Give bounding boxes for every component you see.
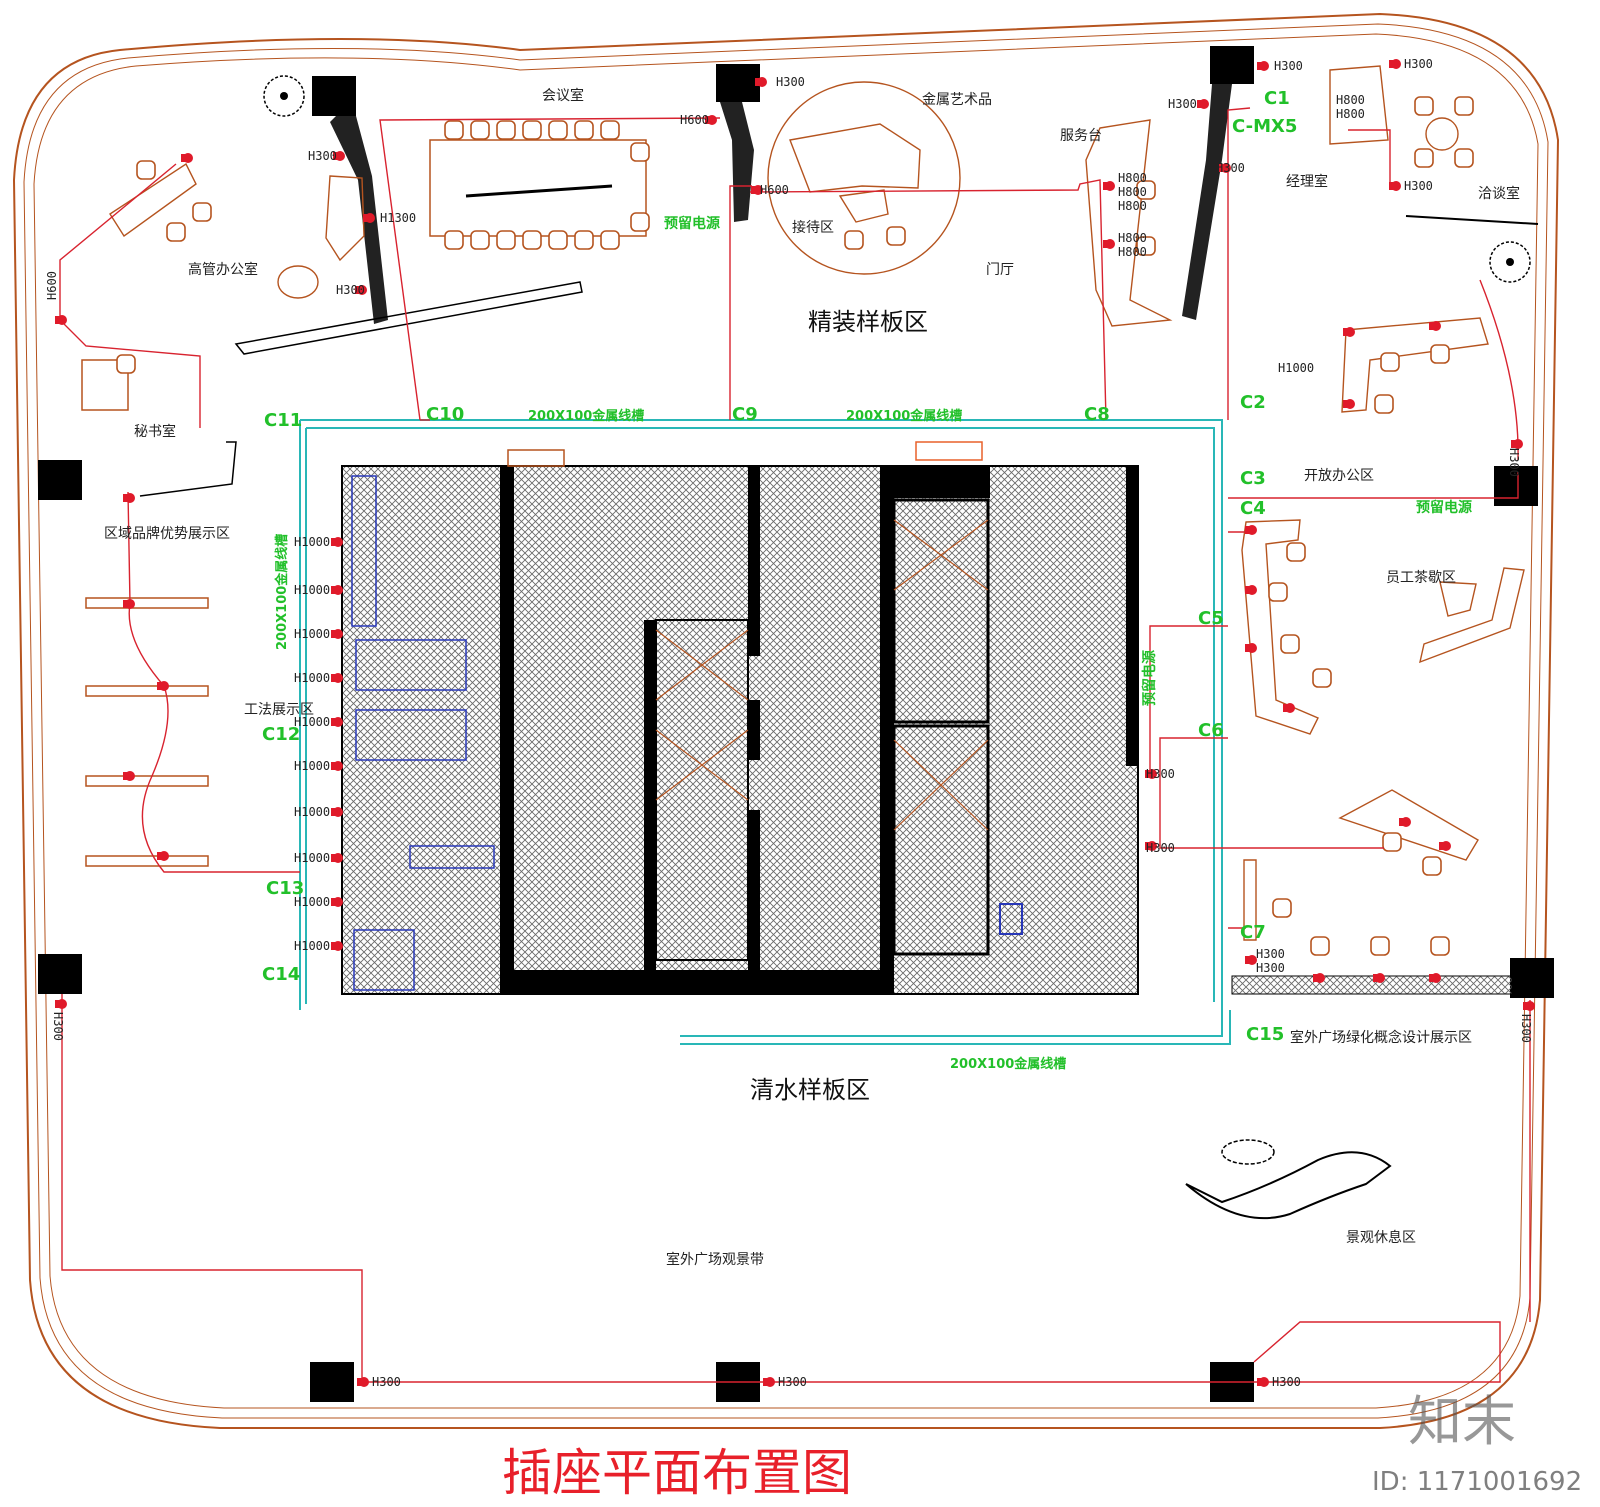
- circuit-c4: C4: [1240, 498, 1266, 519]
- watermark-brand: 知末: [1408, 1390, 1516, 1453]
- plant-icon: [263, 75, 1531, 283]
- circuit-c6: C6: [1198, 720, 1224, 741]
- circuit-c13: C13: [266, 878, 304, 899]
- height-label: H300: [1216, 161, 1245, 175]
- tray-label-left: 200X100金属线槽: [274, 534, 290, 650]
- height-label: H1300: [380, 211, 416, 225]
- room-brand-label: 区域品牌优势展示区: [104, 525, 230, 542]
- height-label: H300: [51, 1012, 65, 1041]
- drawing-title: 插座平面布置图: [502, 1444, 852, 1502]
- height-label: H300: [336, 283, 365, 297]
- height-label: H300: [1256, 961, 1285, 975]
- circuit-panel: C-MX5: [1232, 116, 1297, 137]
- height-label: H1000: [294, 895, 330, 909]
- height-label: H300: [1146, 767, 1175, 781]
- room-service-desk-label: 服务台: [1060, 128, 1102, 144]
- wiring: [59, 107, 1531, 1383]
- circuit-c14: C14: [262, 964, 300, 985]
- height-label: H1000: [294, 671, 330, 685]
- height-label: H300: [308, 149, 337, 163]
- room-secretary-label: 秘书室: [134, 423, 176, 440]
- power-note-right-office: 预留电源: [1416, 499, 1472, 516]
- circuit-c5: C5: [1198, 608, 1224, 629]
- circuit-c8: C8: [1084, 404, 1110, 425]
- height-label: H300: [1507, 448, 1521, 477]
- height-label: H800: [1336, 93, 1365, 107]
- room-lobby-label: 门厅: [986, 262, 1014, 278]
- height-label: H600: [680, 113, 709, 127]
- height-label: H300: [372, 1375, 401, 1389]
- zone-fine-sample-label: 精装样板区: [808, 308, 928, 336]
- height-label: H300: [1272, 1375, 1301, 1389]
- height-label: H600: [45, 271, 59, 300]
- height-label: H300: [1404, 57, 1433, 71]
- height-labels: H300 H600 H600 H300 H300 H300 H800 H800 …: [45, 57, 1533, 1389]
- circuit-c12: C12: [262, 724, 300, 745]
- height-label: H300: [1168, 97, 1197, 111]
- watermark-id: ID: 1171001692: [1372, 1467, 1582, 1497]
- height-label: H1000: [294, 535, 330, 549]
- core-building: [341, 441, 1139, 995]
- height-label: H800: [1118, 185, 1147, 199]
- room-meeting-label: 会议室: [542, 87, 584, 104]
- room-craft-label: 工法展示区: [244, 702, 314, 718]
- height-label: H300: [1404, 179, 1433, 193]
- height-label: H1000: [294, 805, 330, 819]
- circuit-c2: C2: [1240, 392, 1266, 413]
- cable-trays: [299, 419, 1231, 1045]
- height-label: H800: [1336, 107, 1365, 121]
- height-label: H300: [1256, 947, 1285, 961]
- circuit-c15: C15: [1246, 1024, 1284, 1045]
- furniture: [81, 65, 1525, 1220]
- room-tea-label: 员工茶歇区: [1386, 570, 1456, 586]
- circuit-c1: C1: [1264, 88, 1290, 109]
- tray-label-bottom: 200X100金属线槽: [950, 1056, 1066, 1072]
- circuit-c9: C9: [732, 404, 758, 425]
- room-reception-label: 接待区: [792, 219, 834, 236]
- circuit-c3: C3: [1240, 468, 1266, 489]
- height-label: H1000: [294, 627, 330, 641]
- height-label: H300: [1274, 59, 1303, 73]
- room-open-office-label: 开放办公区: [1304, 468, 1374, 484]
- height-label: H1000: [294, 715, 330, 729]
- height-label: H300: [1519, 1014, 1533, 1043]
- circuit-c11: C11: [264, 410, 302, 431]
- power-note-core: 预留电源: [1141, 650, 1158, 706]
- zone-bare-sample-label: 清水样板区: [750, 1076, 870, 1104]
- room-manager-label: 经理室: [1286, 173, 1328, 190]
- height-label: H300: [778, 1375, 807, 1389]
- height-label: H300: [1146, 841, 1175, 855]
- height-label: H800: [1118, 245, 1147, 259]
- height-label: H800: [1118, 199, 1147, 213]
- height-label: H800: [1118, 171, 1147, 185]
- height-label: H1000: [1278, 361, 1314, 375]
- power-note-center: 预留电源: [664, 215, 720, 232]
- height-label: H1000: [294, 583, 330, 597]
- tray-label-top-left: 200X100金属线槽: [528, 408, 644, 424]
- height-label: H600: [760, 183, 789, 197]
- room-exec-office-label: 高管办公室: [188, 261, 258, 278]
- height-label: H800: [1118, 231, 1147, 245]
- room-landscape-rest-label: 景观休息区: [1346, 1229, 1416, 1246]
- circuit-c10: C10: [426, 404, 464, 425]
- room-metal-art-label: 金属艺术品: [922, 92, 992, 108]
- circuit-c7: C7: [1240, 922, 1266, 943]
- room-negotiation-label: 洽谈室: [1478, 185, 1520, 202]
- height-label: H300: [776, 75, 805, 89]
- room-outdoor-green-label: 室外广场绿化概念设计展示区: [1290, 1029, 1472, 1046]
- tray-label-top-right: 200X100金属线槽: [846, 408, 962, 424]
- height-label: H1000: [294, 759, 330, 773]
- height-label: H1000: [294, 939, 330, 953]
- room-outdoor-view-label: 室外广场观景带: [666, 1251, 764, 1268]
- height-label: H1000: [294, 851, 330, 865]
